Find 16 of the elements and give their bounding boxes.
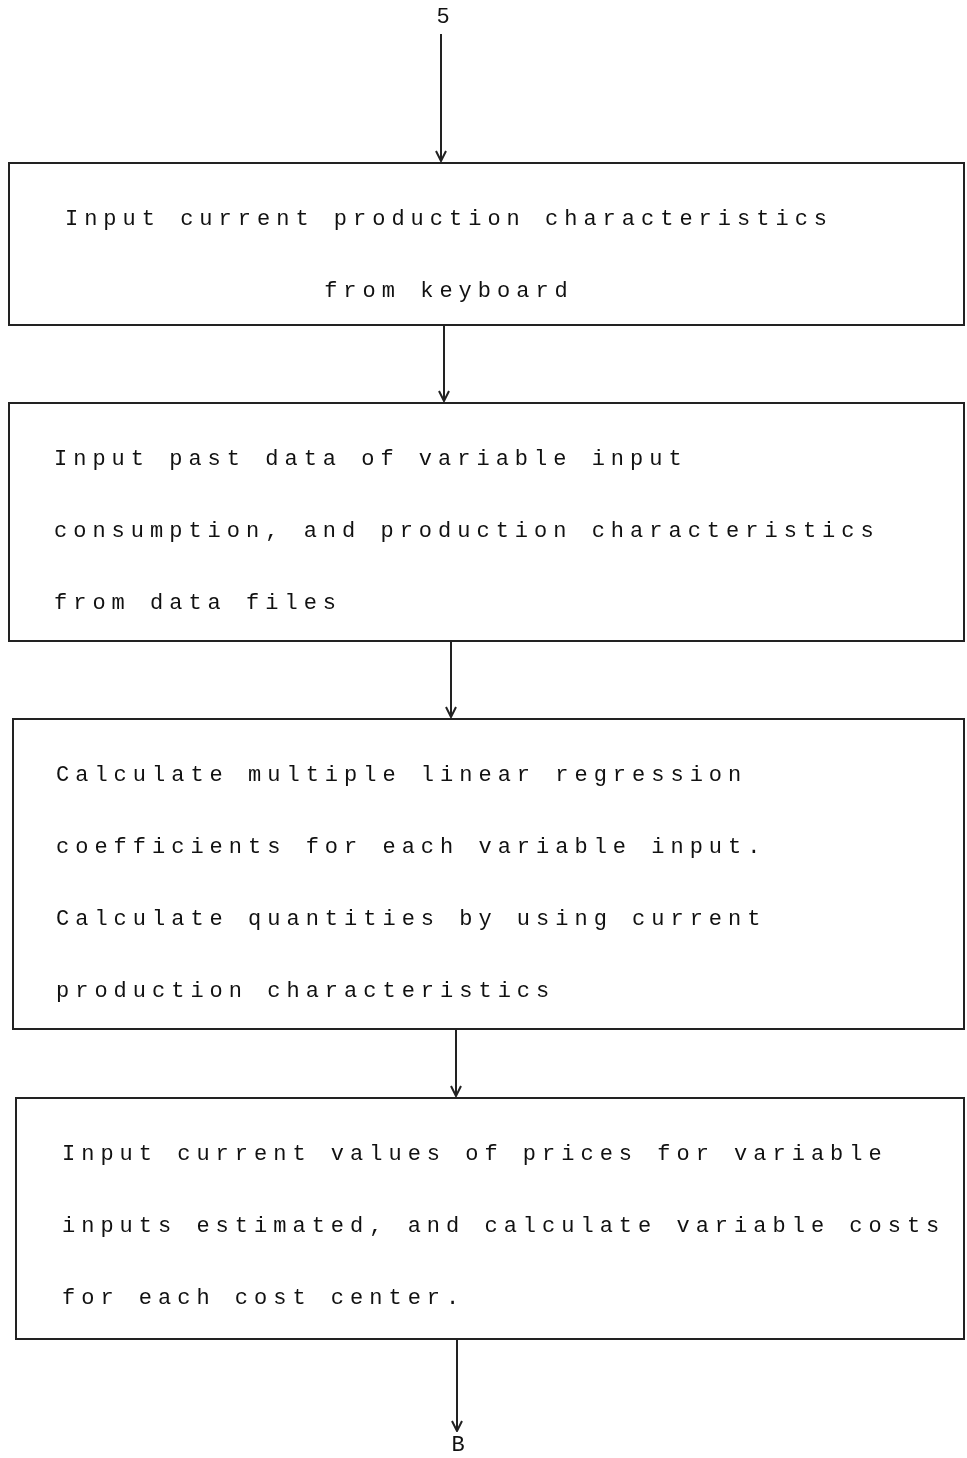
- process-text: Calculate multiple linear regression coefficients for each variable input.: [56, 762, 768, 862]
- process-text: Input current values of prices for variable inputs estimated, and calculate variable costs for each cost center.: [62, 1141, 947, 1313]
- process-text: Input current production characteristics from keyboard: [63, 206, 835, 306]
- process-box: [15, 1097, 965, 1340]
- process-text: Input past data of variable input consumption, and production characteristics from data files: [54, 446, 881, 618]
- arrow: [450, 1029, 462, 1097]
- arrow: [438, 325, 450, 402]
- process-box: [8, 402, 965, 642]
- process-text: Calculate quantities by using current production characteristics: [56, 906, 768, 1006]
- arrow: [451, 1339, 463, 1432]
- connector-label: B: [440, 1432, 476, 1458]
- arrow: [435, 33, 447, 162]
- connector-label: 5: [425, 4, 461, 32]
- arrow: [445, 641, 457, 718]
- process-box: [8, 162, 965, 326]
- process-box: [12, 718, 965, 1030]
